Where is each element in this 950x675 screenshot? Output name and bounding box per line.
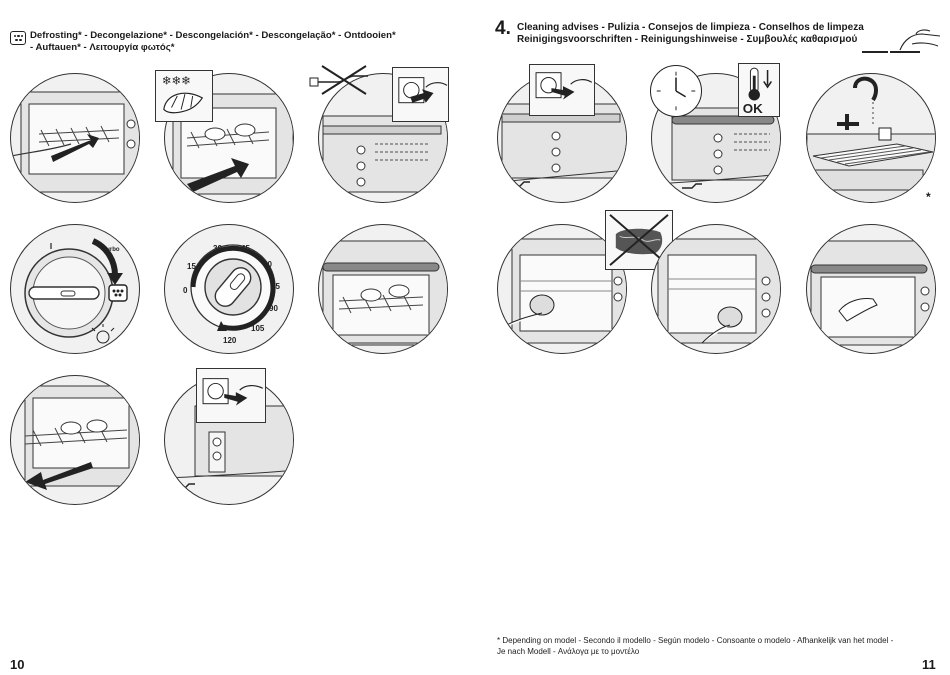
tick-75: 75 bbox=[271, 282, 280, 291]
socket-cleaning-inset bbox=[529, 64, 595, 116]
illustration-wipe-door bbox=[806, 224, 936, 354]
plug-crossed-inset bbox=[308, 62, 378, 96]
croissant-frost-inset: ❄❄❄ bbox=[155, 70, 213, 122]
illustration-wash-accessories bbox=[806, 73, 936, 203]
page-number-left: 10 bbox=[10, 657, 25, 672]
footnote-line2: Je nach Modell - Ανάλογα με το μοντέλο bbox=[497, 647, 640, 656]
defrosting-title: Defrosting* - Decongelazione* - Desconge… bbox=[30, 30, 396, 54]
clock-icon bbox=[650, 65, 702, 117]
illustration-place-tray bbox=[10, 73, 140, 203]
tick-120: 120 bbox=[223, 336, 237, 345]
page-number-right: 11 bbox=[922, 657, 936, 672]
socket-unplug-inset bbox=[196, 368, 266, 423]
tick-45: 45 bbox=[241, 244, 250, 253]
illustration-remove-tray bbox=[10, 375, 140, 505]
tick-60: 60 bbox=[263, 260, 272, 269]
illustration-frozen-food-tray bbox=[164, 73, 294, 203]
tick-105: 105 bbox=[251, 324, 265, 333]
tick-0: 0 bbox=[183, 286, 188, 295]
hand-wipe-icon bbox=[862, 29, 941, 53]
illustration-unplug-before-cleaning bbox=[497, 73, 627, 203]
defrost-mode-icon bbox=[10, 31, 26, 45]
svg-text:❄❄❄: ❄❄❄ bbox=[162, 75, 191, 87]
tick-90: 90 bbox=[269, 304, 278, 313]
asterisk-marker: * bbox=[926, 190, 931, 204]
ok-label: OK bbox=[743, 101, 763, 116]
footnote: * Depending on model - Secondo il modell… bbox=[497, 635, 893, 657]
wall-socket-inset bbox=[392, 67, 449, 122]
cleaning-title-line1: Cleaning advises - Pulizia - Consejos de… bbox=[517, 22, 864, 33]
tick-30: 30 bbox=[213, 244, 222, 253]
illustration-clean-interior bbox=[651, 224, 781, 354]
tick-15: 15 bbox=[187, 262, 196, 271]
illustration-mode-selector: Turbo bbox=[10, 224, 140, 354]
step-number: 4. bbox=[495, 18, 511, 39]
footnote-line1: * Depending on model - Secondo il modell… bbox=[497, 636, 894, 645]
defrosting-title-line1: Defrosting* - Decongelazione* - Desconge… bbox=[30, 30, 396, 41]
turbo-label: Turbo bbox=[103, 247, 120, 253]
defrosting-title-line2: - Auftauen* - Λειτουργία φωτός* bbox=[30, 42, 175, 53]
illustration-timer-dial: 30 45 60 15 0 75 90 105 120 bbox=[164, 224, 294, 354]
thermometer-ok-inset: OK bbox=[738, 63, 780, 117]
cleaning-title-line2: Reinigingsvoorschriften - Reinigungshinw… bbox=[517, 34, 858, 45]
illustration-oven-defrosting bbox=[318, 224, 448, 354]
